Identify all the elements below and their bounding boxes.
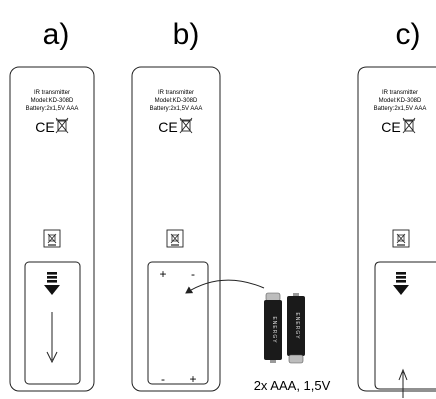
weee-bin-icon — [179, 117, 193, 134]
device-model: Model:KD-308D — [155, 98, 198, 104]
weee-bin-icon — [392, 229, 410, 248]
slide-up-arrow-icon — [398, 368, 408, 398]
polarity-bottom-right: + — [189, 372, 196, 386]
aaa-batteries: ENERGY ENERGY 2x AAA, 1,5V — [254, 292, 331, 393]
weee-bin-icon — [43, 229, 61, 248]
battery-caption: 2x AAA, 1,5V — [254, 378, 331, 393]
device-battery-spec: Battery:2x1,5V AAA — [26, 106, 79, 112]
insert-arrow-icon — [185, 279, 265, 294]
ce-mark: CE — [35, 119, 54, 135]
panel-label-a: a) — [43, 18, 70, 51]
device-battery-spec: Battery:2x1,5V AAA — [374, 106, 427, 112]
remote-body — [357, 66, 436, 392]
ce-mark: CE — [158, 119, 177, 135]
device-model: Model:KD-308D — [31, 98, 74, 104]
weee-bin-icon — [55, 117, 69, 134]
battery-compartment — [147, 261, 209, 385]
device-model: Model:KD-308D — [379, 98, 422, 104]
battery-cover — [374, 261, 436, 390]
device-title: IR transmitter — [34, 90, 70, 96]
slide-down-arrow-icon — [46, 312, 58, 364]
battery-cover — [24, 261, 81, 385]
panel-label-b: b) — [173, 18, 200, 51]
battery-left: ENERGY — [264, 292, 282, 363]
device-title: IR transmitter — [158, 90, 194, 96]
ce-mark: CE — [381, 119, 400, 135]
polarity-top-left: + — [159, 267, 166, 281]
push-arrow-icon — [393, 272, 409, 295]
remote-body — [9, 66, 95, 392]
panel-a: a) IR transmitter Model:KD-308D Battery:… — [9, 18, 95, 392]
panel-c: c) IR transmitter Model:KD-308D Battery:… — [357, 18, 436, 398]
battery-label: ENERGY — [271, 316, 277, 343]
weee-bin-icon — [402, 117, 416, 134]
panel-label-c: c) — [396, 18, 421, 51]
device-title: IR transmitter — [382, 90, 418, 96]
push-arrow-icon — [44, 272, 60, 295]
polarity-top-right: - — [191, 267, 195, 281]
panel-b: b) IR transmitter Model:KD-308D Battery:… — [131, 18, 265, 392]
battery-label: ENERGY — [294, 312, 300, 339]
remote-body — [131, 66, 221, 392]
weee-bin-icon — [166, 229, 184, 248]
polarity-bottom-left: - — [161, 372, 165, 386]
device-battery-spec: Battery:2x1,5V AAA — [150, 106, 203, 112]
battery-right: ENERGY — [287, 293, 305, 364]
